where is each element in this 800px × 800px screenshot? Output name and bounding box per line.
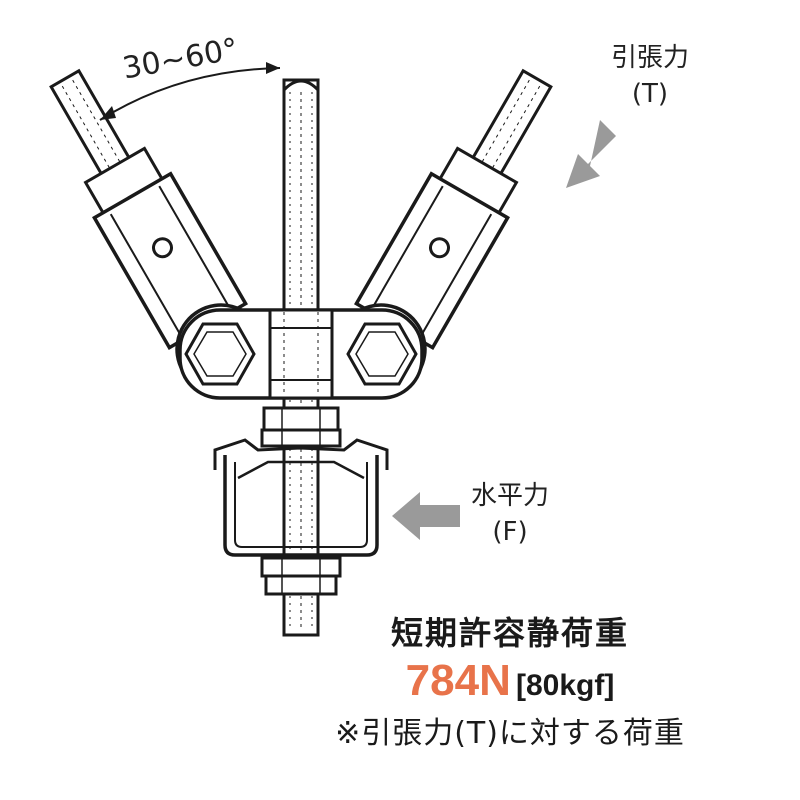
right-hex-bolt	[346, 322, 418, 386]
load-value-line: 784N [80kgf]	[230, 656, 790, 706]
load-spec: 短期許容静荷重 784N [80kgf] ※引張力(T)に対する荷重	[230, 608, 790, 752]
tension-label: 引張力 (T)	[600, 40, 700, 112]
horizontal-force-arrow-icon	[392, 492, 460, 540]
horizontal-force-symbol: (F)	[492, 517, 528, 547]
tension-name: 引張力	[610, 43, 689, 73]
upper-nuts	[260, 406, 342, 448]
tension-arrow-icon	[566, 120, 616, 188]
load-value: 784N	[405, 656, 511, 705]
load-title: 短期許容静荷重	[390, 614, 629, 652]
horizontal-force-label: 水平力 (F)	[450, 478, 570, 550]
channel-clamp	[213, 438, 389, 557]
angle-indicator	[99, 62, 281, 121]
tension-symbol: (T)	[631, 79, 669, 109]
lower-nuts	[260, 556, 342, 596]
left-hex-bolt	[184, 322, 256, 386]
load-note: ※引張力(T)に対する荷重	[335, 716, 685, 751]
load-value-kgf: [80kgf]	[515, 669, 615, 702]
horizontal-force-name: 水平力	[470, 481, 549, 511]
